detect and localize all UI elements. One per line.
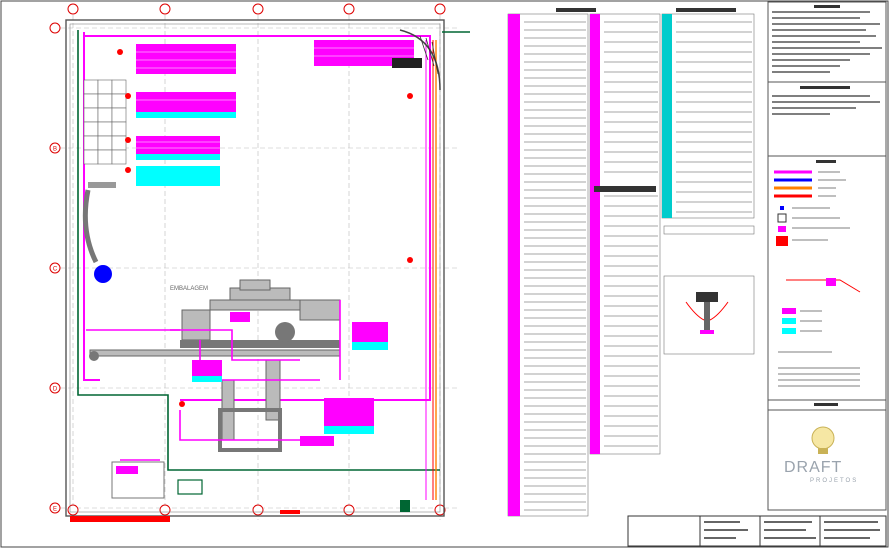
brand-subtitle: PROJETOS	[810, 478, 859, 484]
axis-label: E	[53, 507, 57, 513]
lightbulb-icon	[811, 426, 835, 454]
axis-label: B	[53, 147, 57, 153]
axis-label: D	[53, 387, 58, 393]
equipment-list	[507, 8, 755, 517]
title-block	[627, 515, 887, 547]
area-label-embalagem: EMBALAGEM	[170, 286, 209, 292]
brand-name: DRAFT	[784, 459, 843, 476]
floor-plan	[49, 3, 470, 522]
axis-label: C	[53, 267, 58, 273]
notes-legend-panel	[767, 1, 887, 511]
